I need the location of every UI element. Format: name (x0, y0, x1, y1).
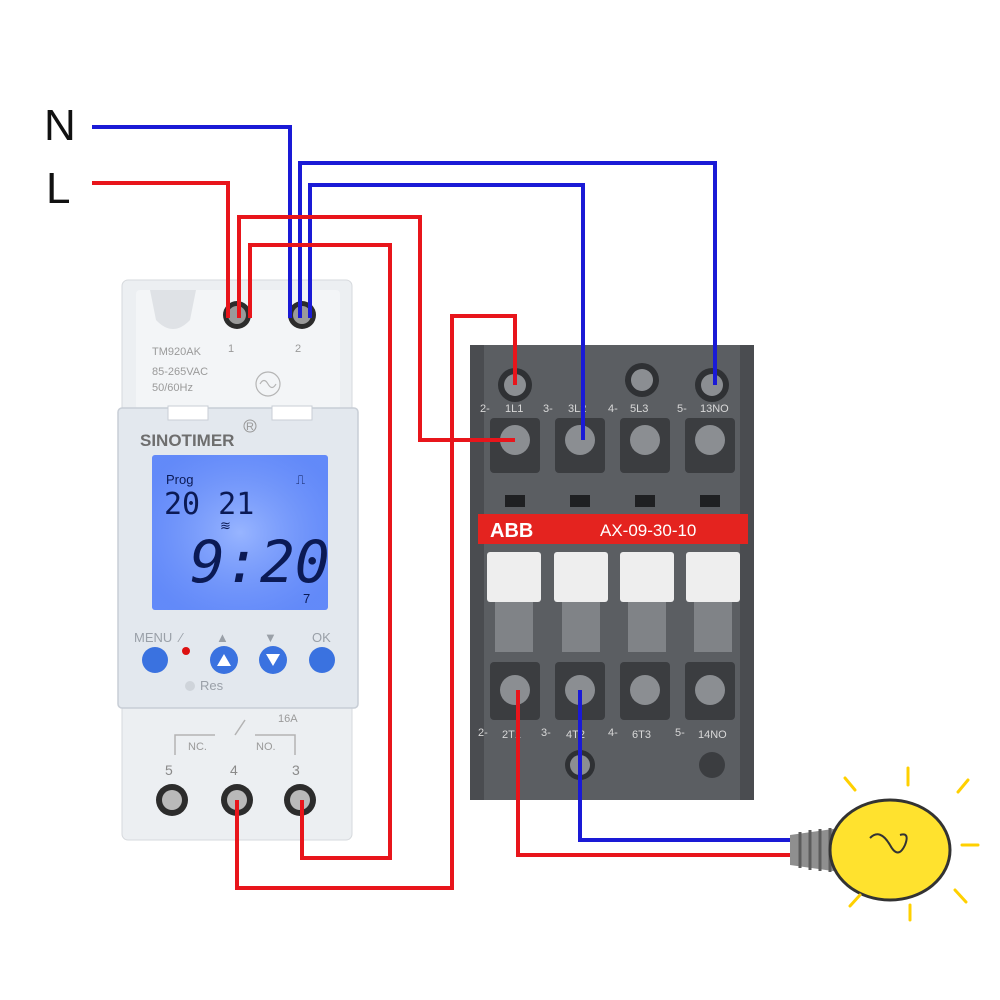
lamp-live-wire (516, 690, 790, 857)
timer-clip-notch (150, 290, 196, 329)
abb-logo: ABB (490, 520, 533, 542)
ct-bottom-prefix-2: 3- (541, 727, 551, 739)
timer-terminal-4-label: 4 (230, 762, 238, 778)
contactor-screw-14no[interactable] (695, 675, 725, 705)
menu-button-label: MENU (134, 630, 172, 645)
neutral-wire-13no (298, 161, 717, 385)
lcd-pulse-icon: ⎍ (296, 472, 305, 487)
contactor-screw-13no[interactable] (701, 374, 723, 396)
up-arrow-icon (217, 654, 231, 666)
ct-bottom-label-6t3: 6T3 (632, 729, 651, 741)
contactor-screw-13no-b[interactable] (695, 425, 725, 455)
light-bulb-icon (790, 766, 980, 922)
registered-mark: R (246, 421, 254, 433)
contactor-screw-3l2[interactable] (565, 425, 595, 455)
reset-button[interactable] (185, 681, 195, 691)
neutral-label: N (44, 101, 76, 150)
bulb-filament (869, 833, 908, 854)
ok-button-label: OK (312, 630, 331, 645)
ct-bottom-prefix-3: 4- (608, 727, 618, 739)
contactor-screw-6t3[interactable] (630, 675, 660, 705)
timer-terminal-3-label: 3 (292, 762, 300, 778)
timer-model-label: TM920AK (152, 346, 202, 358)
contactor-screw-5l3-b[interactable] (630, 425, 660, 455)
ct-top-prefix-4: 5- (677, 403, 687, 415)
ct-top-label-5l3: 5L3 (630, 403, 648, 415)
ct-top-prefix-2: 3- (543, 403, 553, 415)
timer-frequency-label: 50/60Hz (152, 382, 193, 394)
up-button-label: ▲ (216, 630, 229, 645)
ok-button[interactable] (309, 647, 335, 673)
contactor-screw-2t1[interactable] (500, 675, 530, 705)
wifi-icon: ≋ (220, 518, 231, 533)
down-button-label: ▼ (264, 630, 277, 645)
ct-top-label-13no: 13NO (700, 403, 729, 415)
wires (92, 125, 790, 890)
status-led (182, 647, 190, 655)
live-label: L (46, 164, 70, 213)
ac-symbol-icon (255, 371, 281, 397)
lamp-neutral-wire (578, 690, 790, 842)
live-wire-main (92, 181, 230, 318)
ct-top-label-1l1: 1L1 (505, 403, 523, 415)
menu-button[interactable] (142, 647, 168, 673)
contact-window-1 (487, 552, 541, 602)
ct-bottom-prefix-4: 5- (675, 727, 685, 739)
abb-nameplate (478, 514, 748, 544)
contactor-screw-5l3[interactable] (631, 369, 653, 391)
contactor-housing (475, 345, 750, 800)
reset-button-label: Res (200, 678, 224, 693)
live-wire-1l1 (235, 314, 517, 890)
contact-window-4 (686, 552, 740, 602)
no-label: NO. (256, 741, 276, 753)
lcd-date: 20 21 (164, 487, 254, 522)
relay-contact-symbol (174, 719, 296, 755)
live-wire-terminal3 (248, 243, 392, 860)
abb-contactor: 2- 1L1 3- 3L2 4- 5L3 5- 13NO ABB AX-09-3… (470, 345, 754, 800)
ct-bottom-label-4t2: 4T2 (566, 729, 585, 741)
timer-terminal-2-label: 2 (295, 343, 301, 355)
timer-terminal-5-label: 5 (165, 762, 173, 778)
bulb-rays (843, 766, 980, 922)
lcd-mode: Prog (166, 472, 193, 487)
timer-device: 1 2 TM920AK 85-265VAC 50/60Hz SINOTIMER … (117, 279, 359, 841)
timer-voltage-label: 85-265VAC (152, 366, 208, 378)
lcd-day: 7 (303, 591, 310, 606)
relay-rating: 16A (278, 713, 298, 725)
bulb-glass (828, 798, 952, 902)
switch-symbol-icon: ⁄ (177, 630, 184, 645)
contact-window-3 (620, 552, 674, 602)
nc-label: NC. (188, 741, 207, 753)
bulb-base (790, 828, 840, 872)
timer-terminal-1-label: 1 (228, 343, 234, 355)
ct-bottom-prefix-1: 2- (478, 727, 488, 739)
contactor-model: AX-09-30-10 (600, 521, 696, 540)
ct-bottom-label-14no: 14NO (698, 729, 727, 741)
ct-top-prefix-3: 4- (608, 403, 618, 415)
ct-top-prefix-1: 2- (480, 403, 490, 415)
neutral-wire-3l2 (308, 183, 585, 440)
lcd-time: 9:20 (190, 528, 330, 596)
timer-brand: SINOTIMER (140, 431, 234, 450)
down-arrow-icon (266, 654, 280, 666)
neutral-wire-main (92, 125, 292, 318)
contact-window-2 (554, 552, 608, 602)
